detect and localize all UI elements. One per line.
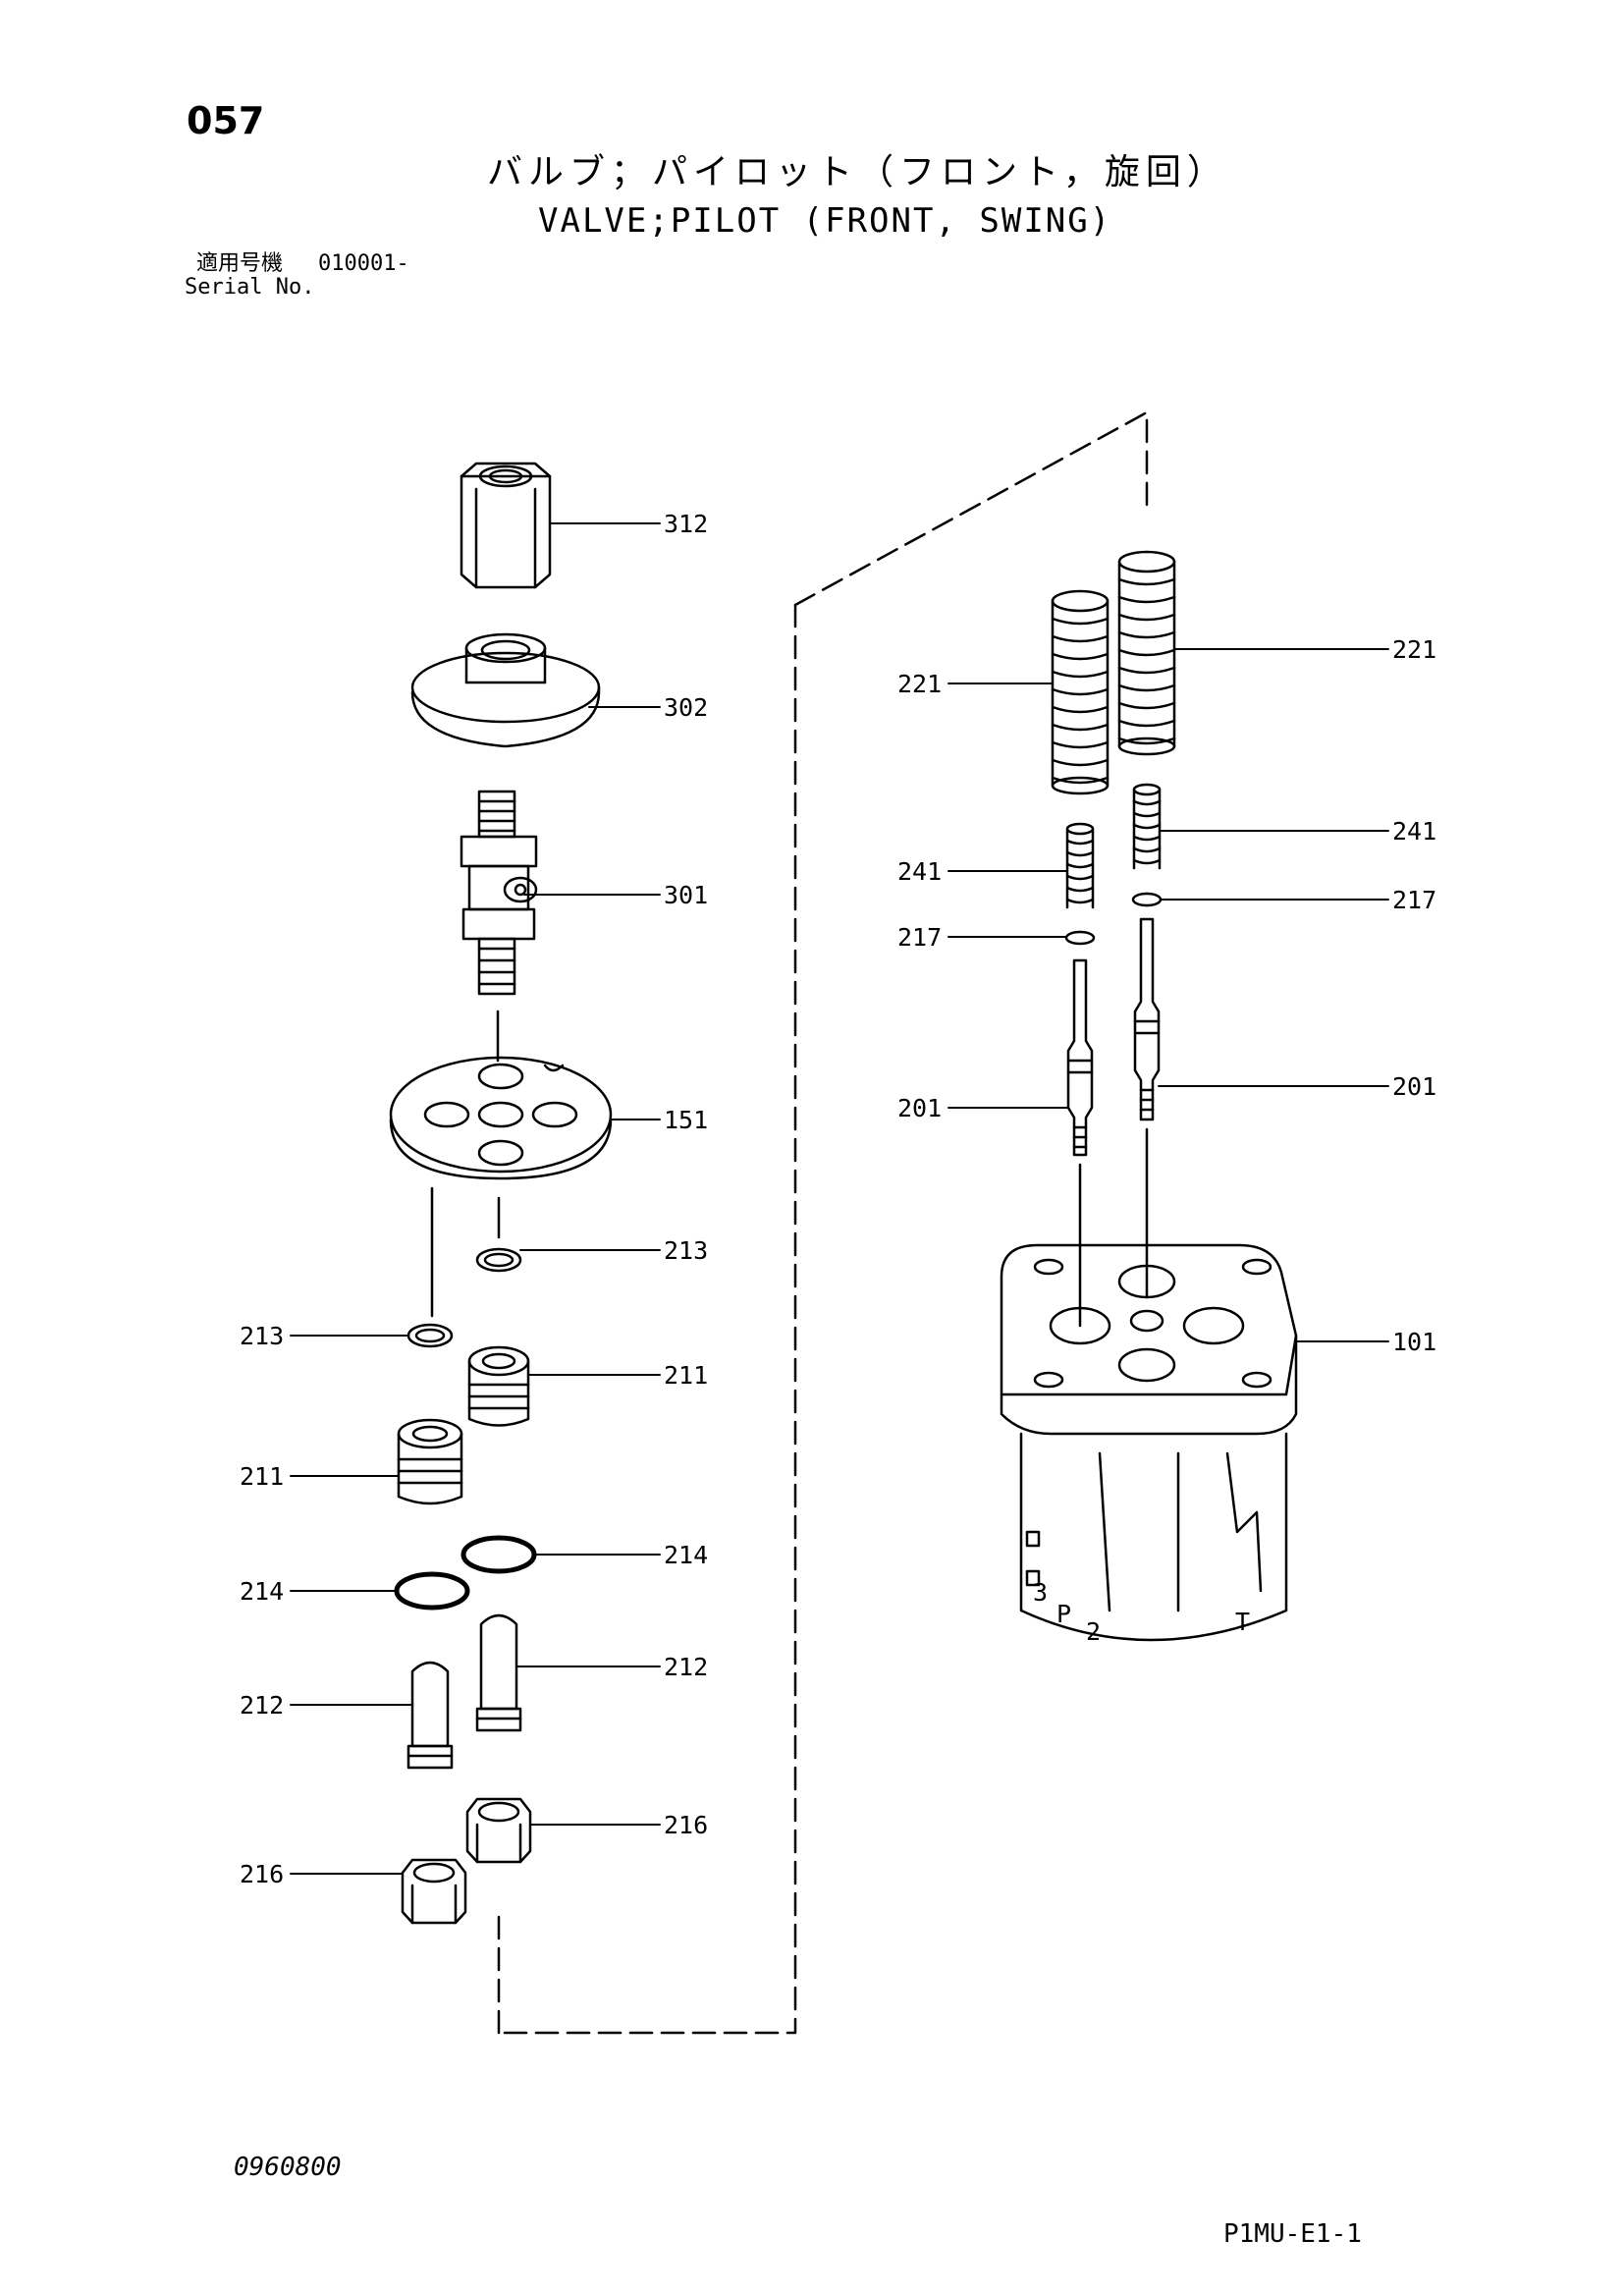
part-213-o-ring (406, 1247, 522, 1348)
callout-214: 214 (240, 1577, 284, 1606)
title-english: VALVE;PILOT (FRONT, SWING) (538, 201, 1112, 241)
callout-212: 212 (240, 1691, 284, 1720)
page-number: 057 (187, 99, 265, 142)
part-212-pin (406, 1613, 522, 1770)
callout-216: 216 (240, 1860, 284, 1888)
callout-214: 214 (664, 1541, 708, 1569)
callout-211: 211 (240, 1462, 284, 1491)
title-japanese: バルブ；パイロット（フロント，旋回） (487, 152, 1228, 192)
part-221-spring (1051, 550, 1176, 795)
callout-216: 216 (664, 1811, 708, 1839)
sheet-code: P1MU-E1-1 (1223, 2219, 1362, 2249)
serial-label-japanese: 適用号機 (196, 251, 284, 276)
leader-lines (290, 522, 1389, 1875)
assembly-dashed-boundary (497, 410, 1149, 2035)
callout-201: 201 (1392, 1072, 1436, 1101)
part-151-cover-plate (389, 1056, 613, 1180)
part-301-joint (460, 790, 538, 1063)
callout-221: 221 (1392, 635, 1436, 664)
callout-213: 213 (240, 1322, 284, 1350)
callout-217: 217 (1392, 886, 1436, 914)
port-mark-p: P (1056, 1600, 1071, 1628)
part-201-spool (1066, 917, 1161, 1328)
part-216-nut (401, 1797, 532, 1925)
callout-241: 241 (1392, 817, 1436, 846)
callout-217: 217 (897, 923, 942, 952)
callout-211: 211 (664, 1361, 708, 1390)
callout-213: 213 (664, 1236, 708, 1265)
serial-label-english: Serial No. (185, 275, 315, 300)
callout-151: 151 (664, 1106, 708, 1134)
callout-312: 312 (664, 510, 708, 538)
part-302-plate (410, 632, 601, 748)
part-241-spring (1065, 783, 1162, 909)
part-101-casing: 3 P 2 T (1000, 1243, 1298, 1646)
callout-241: 241 (897, 857, 942, 886)
port-mark-2: 2 (1086, 1617, 1101, 1646)
callout-221: 221 (897, 670, 942, 698)
serial-value: 010001- (318, 251, 409, 276)
port-mark-t: T (1235, 1608, 1250, 1636)
part-211-plug (397, 1345, 530, 1505)
document-code: 0960800 (234, 2153, 342, 2182)
callout-212: 212 (664, 1653, 708, 1681)
callout-101: 101 (1392, 1328, 1436, 1356)
part-312-hex-coupling (460, 462, 552, 589)
callout-301: 301 (664, 881, 708, 909)
callout-302: 302 (664, 693, 708, 722)
callout-201: 201 (897, 1094, 942, 1122)
part-214-o-ring (394, 1535, 537, 1611)
port-mark-3: 3 (1033, 1578, 1048, 1607)
